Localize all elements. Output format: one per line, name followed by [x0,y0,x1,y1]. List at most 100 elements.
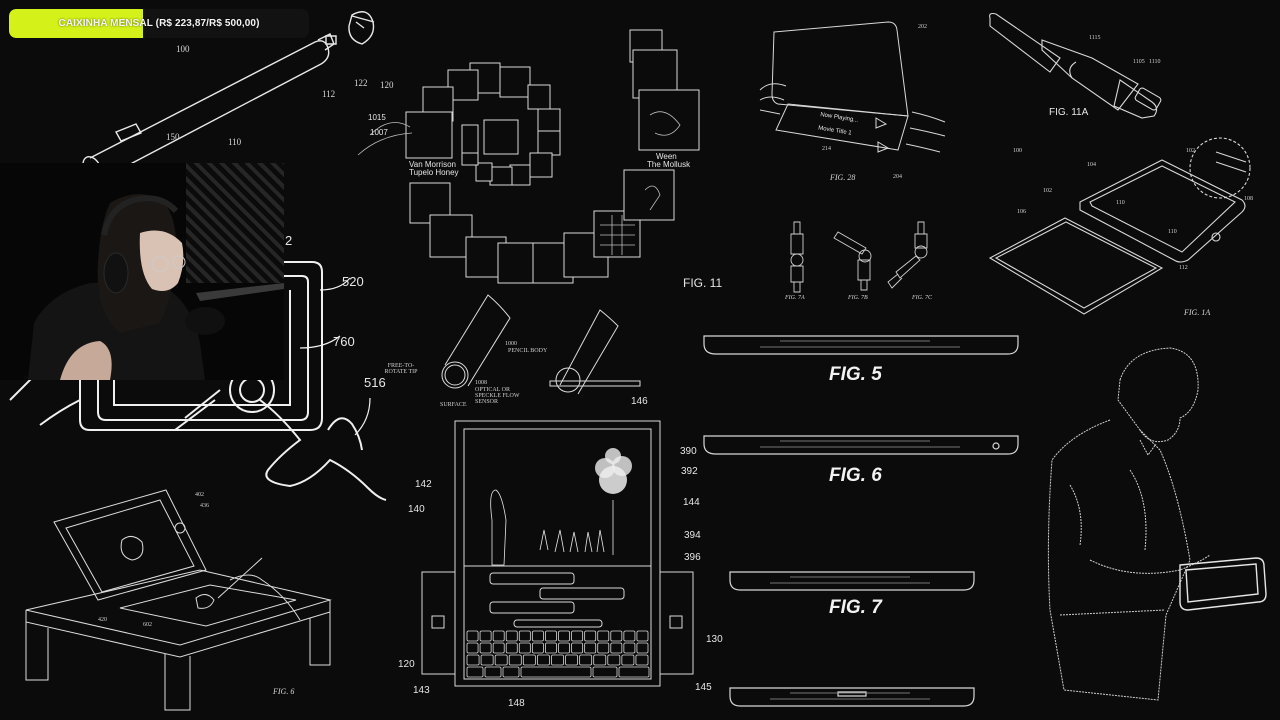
ref-104: 104 [1087,162,1096,168]
pencil-body-label: PENCIL BODY [508,348,548,354]
ref-110-b: 110 [1168,229,1177,235]
streamer-silhouette [28,194,284,380]
keyboard-key [593,667,617,677]
fig-6-caption: FIG. 6 [829,465,882,486]
webcam-feed [0,163,284,380]
keyboard-key [624,643,635,653]
keyboard-key [467,655,479,665]
keyboard-key [481,655,493,665]
ref-516: 516 [364,375,386,390]
keyboard-key [572,631,583,641]
keyboard-key [532,643,543,653]
ref-602: 602 [143,622,152,628]
fig-7a-caption: FIG. 7A [785,295,805,301]
ref-394: 394 [684,530,701,541]
keyboard-key [611,631,622,641]
keyboard-key [467,667,483,677]
ipad-hands-drawing [760,20,980,190]
album-title-left: Tupelo Honey [409,168,459,177]
keyboard-key [580,655,592,665]
keyboard-key [594,655,606,665]
keyboard-key [636,655,648,665]
ref-396: 396 [684,552,701,563]
fig-11-caption: FIG. 11 [683,276,723,290]
keyboard-key [537,655,549,665]
lightning-cable-drawing [980,0,1280,140]
keyboard-key [551,655,563,665]
ref-214: 214 [822,146,831,152]
keyboard-key [485,667,501,677]
pencil-body-ref: 1000 [505,341,517,347]
pencil-sensor-drawing [360,290,650,410]
keyboard-key [495,655,507,665]
profile-views-drawing [700,330,1030,720]
keyboard-key [559,643,570,653]
smart-cover-drawing [980,140,1280,320]
ref-112-b: 112 [1179,265,1188,271]
ref-102-a: 102 [1186,148,1195,154]
ref-390: 390 [680,446,697,457]
album-title-right: The Mollusk [647,160,691,169]
hinge-drawing [750,200,970,310]
ref-402: 402 [195,492,204,498]
keyboard-key [598,643,609,653]
ref-112: 112 [322,89,336,99]
keyboard-key [493,643,504,653]
ref-760: 760 [333,334,355,349]
fig-5-caption: FIG. 5 [829,364,882,385]
ref-140: 140 [408,504,425,515]
ref-100: 100 [176,44,190,54]
keyboard-key [637,631,648,641]
ref-108: 108 [1244,196,1253,202]
ref-145: 145 [695,682,712,693]
keyboard-key [480,631,491,641]
ref-148: 148 [508,698,525,709]
ref-142: 142 [415,479,432,490]
donation-goal-bar: CAIXINHA MENSAL (R$ 223,87/R$ 500,00) [9,9,309,38]
fig-7-caption: FIG. 7 [829,597,882,618]
album-artist-right: Ween [656,152,677,161]
keyboard-key [566,655,578,665]
ref-146: 146 [631,396,648,407]
fig-11a-caption: FIG. 11A [1049,107,1089,118]
keyboard-key [532,631,543,641]
ref-1110: 1110 [1149,59,1161,65]
ref-102-b: 102 [1043,188,1052,194]
ref-1015: 1015 [368,113,386,122]
ref-110: 110 [228,137,242,147]
keyboard-key [559,631,570,641]
ref-120: 120 [380,80,394,90]
man-with-tablet-drawing [1030,340,1280,720]
ref-392: 392 [681,466,698,477]
keyboard-key [519,643,530,653]
keyboard-key [637,643,648,653]
ref-106: 106 [1017,209,1026,215]
keyboard-key [467,631,478,641]
keyboard-key [523,655,535,665]
free-tip-label: FREE-TO-ROTATE TIP [384,363,418,375]
keyboard-key [585,631,596,641]
keyboard-key [467,643,478,653]
keyboard-key [493,631,504,641]
keyboard-key [521,667,591,677]
fig-28-caption: FIG. 28 [830,173,856,182]
keyboard-key [598,631,609,641]
fig-1a-caption: FIG. 1A [1184,308,1211,317]
keyboard-key [506,631,517,641]
wall-pattern [186,163,284,283]
ref-100-b: 100 [1013,148,1022,154]
ref-150: 150 [166,132,180,142]
ref-143: 143 [413,685,430,696]
keyboard-key [622,655,634,665]
fig-7c-caption: FIG. 7C [912,295,932,301]
ref-110-a: 110 [1116,200,1125,206]
ref-120-b: 120 [398,659,415,670]
ref-204: 204 [893,174,902,180]
sensor-label: OPTICAL OR SPECKLE FLOW SENSOR [475,387,520,405]
keyboard-key [608,655,620,665]
keyboard-key [545,643,556,653]
ref-122: 122 [354,78,368,88]
desk-drawing [0,470,360,720]
keyboard-key [545,631,556,641]
keyboard-key [480,643,491,653]
